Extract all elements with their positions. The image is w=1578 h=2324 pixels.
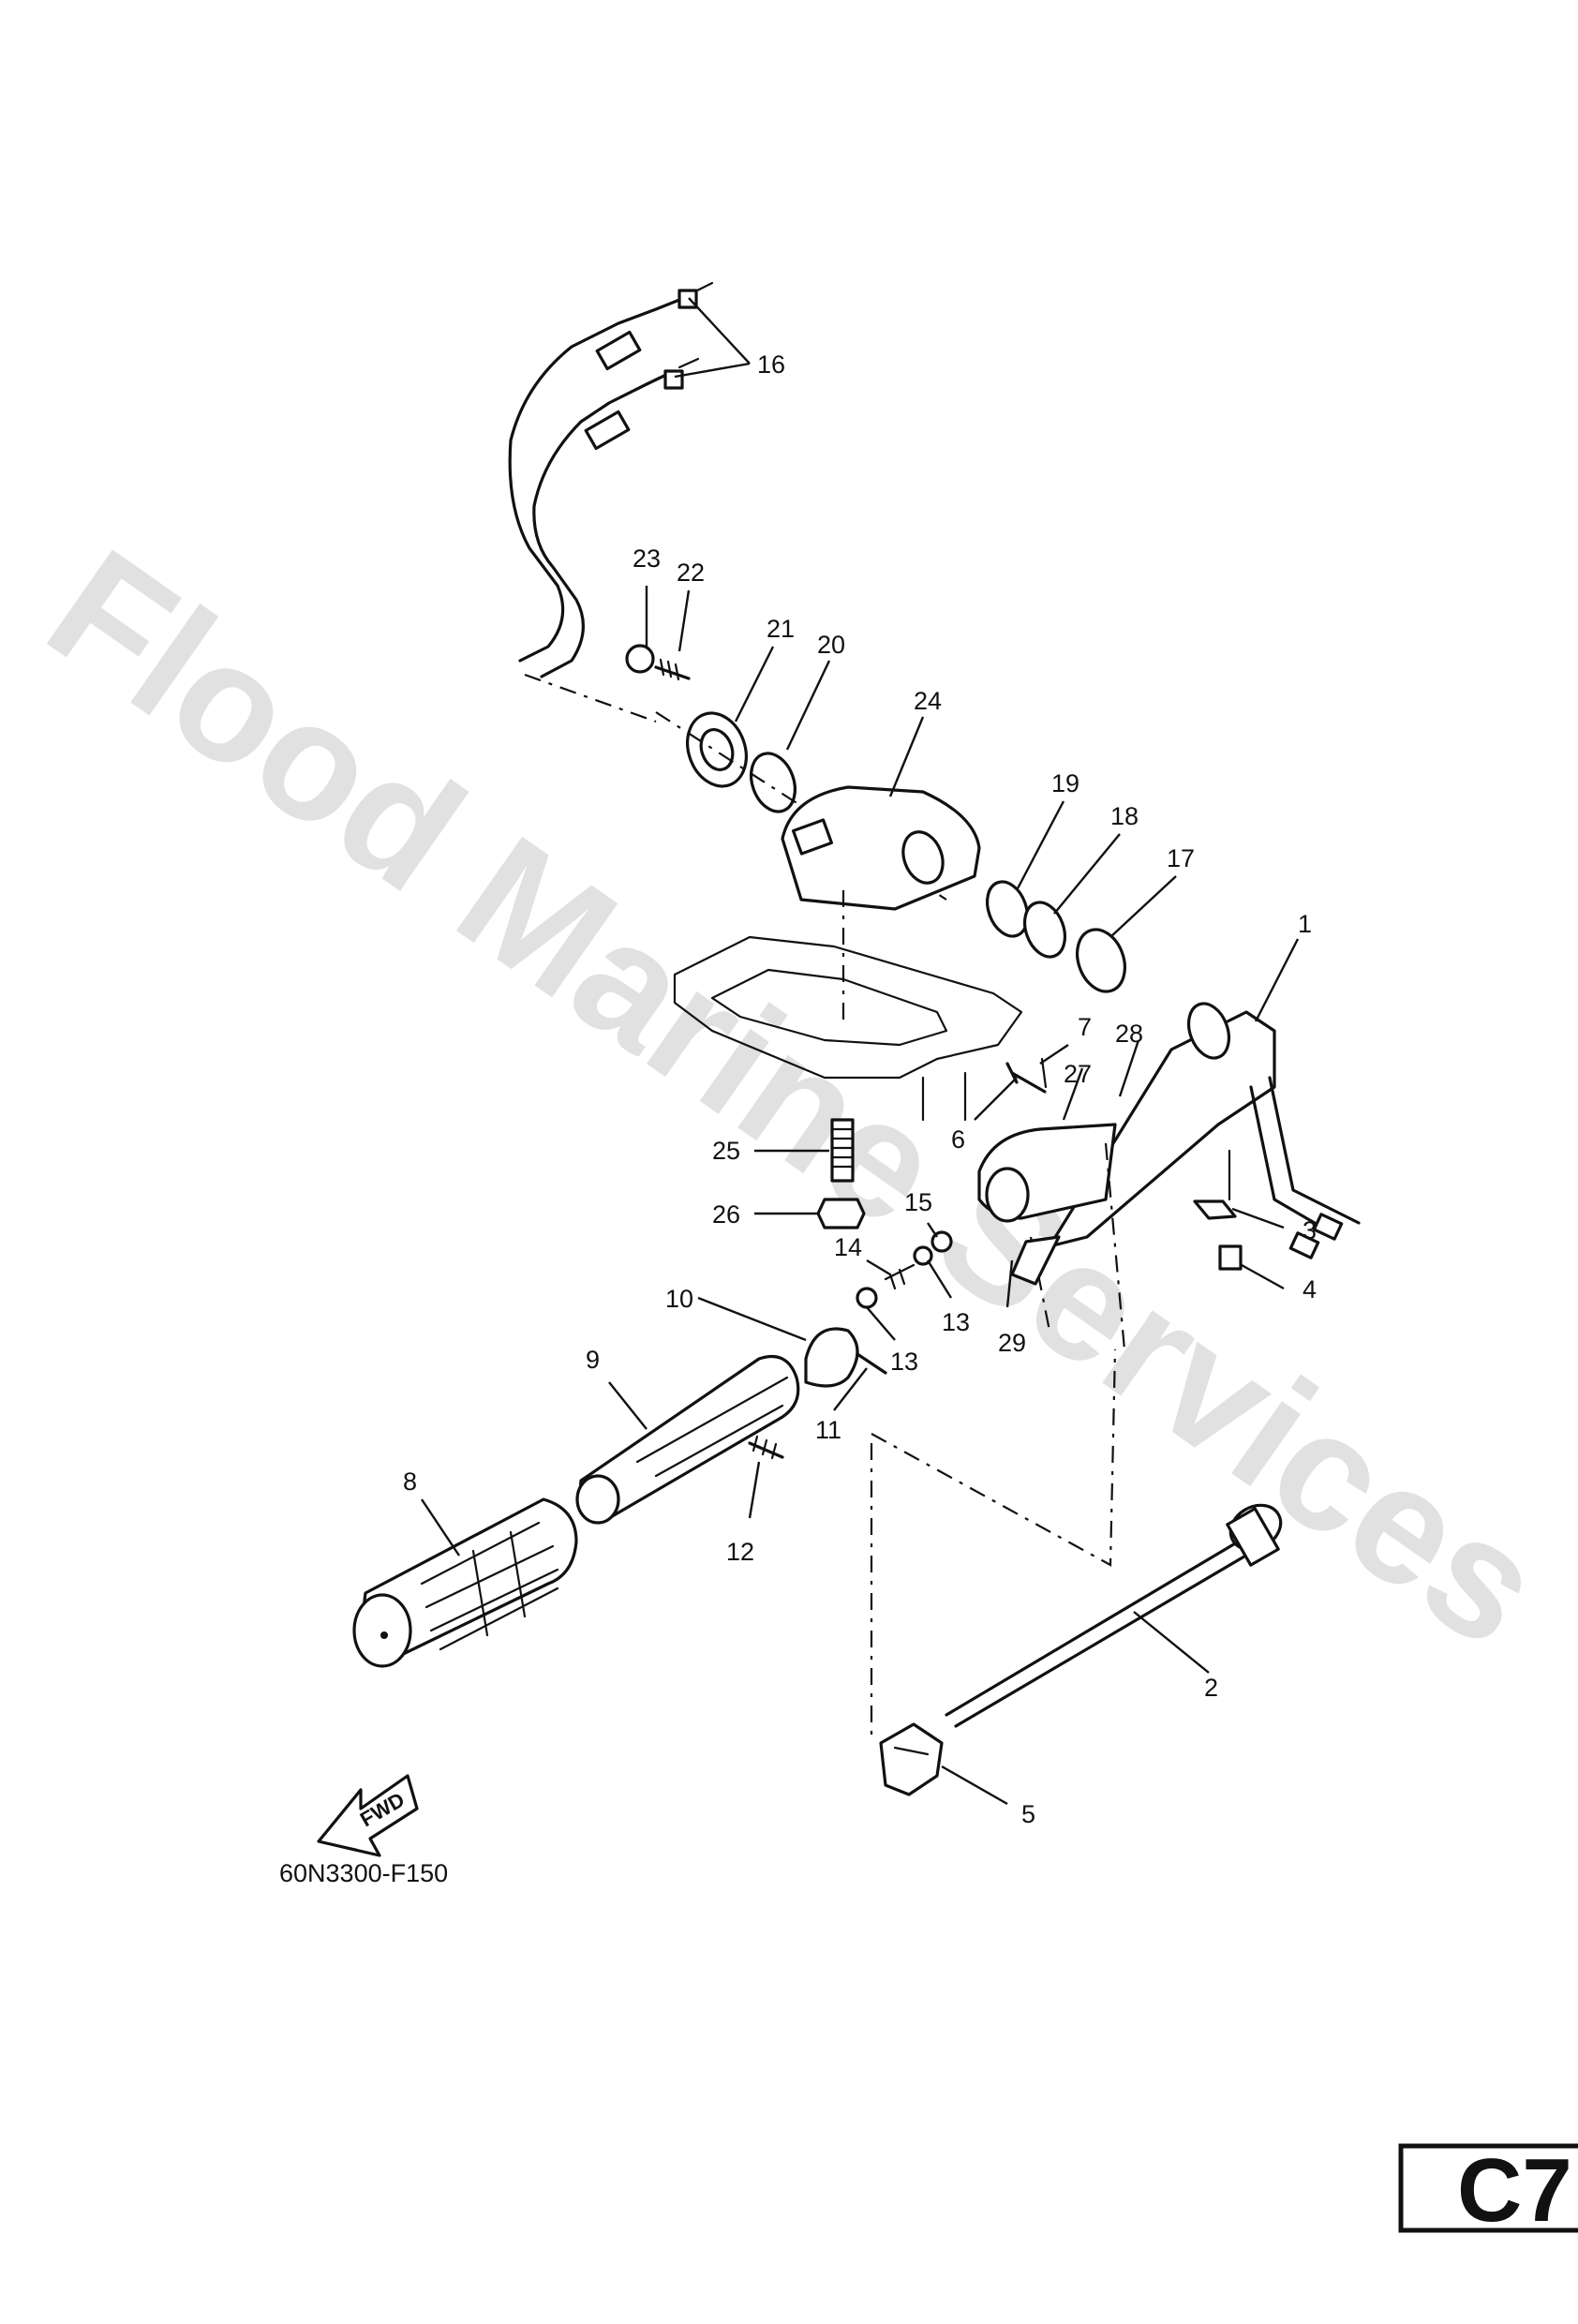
callout-15: 15	[904, 1188, 932, 1216]
callout-19: 19	[1051, 769, 1079, 797]
callout-28: 28	[1115, 1020, 1143, 1048]
callout-2: 2	[1204, 1674, 1218, 1702]
callout-26: 26	[712, 1200, 740, 1229]
callout-4: 4	[1303, 1275, 1317, 1304]
callout-29: 29	[998, 1329, 1026, 1357]
callout-13b: 13	[942, 1308, 970, 1336]
callout-labels: 1 2 3 4 5 6 7 8 9 10 11 12 13 13 14 15 1…	[403, 350, 1317, 1828]
bushing-and-washer	[655, 711, 947, 901]
leader-lines	[421, 297, 1300, 1806]
callout-17: 17	[1167, 844, 1195, 872]
callout-12: 12	[726, 1538, 754, 1566]
callout-20: 20	[817, 631, 845, 659]
callout-22: 22	[677, 559, 705, 587]
cables	[508, 281, 714, 723]
stud-and-nut	[816, 1118, 866, 1229]
callout-5: 5	[1021, 1800, 1035, 1828]
callout-27: 27	[1064, 1060, 1092, 1088]
callout-3: 3	[1303, 1216, 1317, 1244]
callout-13a: 13	[890, 1348, 918, 1376]
shift-rod-and-link	[870, 1348, 1283, 1796]
page-badge-text: C7	[1457, 2140, 1572, 2241]
bottom-plate-outline	[673, 890, 1023, 1122]
callout-16: 16	[757, 350, 785, 379]
washers	[985, 880, 1126, 993]
watermark: Flood Marine Services	[17, 514, 1574, 1682]
callout-23: 23	[633, 544, 661, 573]
forward-arrow: FWD	[317, 1774, 419, 1857]
callout-8: 8	[403, 1467, 417, 1496]
callout-11: 11	[815, 1416, 841, 1444]
bracket	[781, 785, 981, 911]
reference-code: 60N3300-F150	[279, 1859, 448, 1887]
callout-10: 10	[665, 1285, 693, 1313]
callout-14: 14	[834, 1233, 862, 1261]
callout-25: 25	[712, 1137, 740, 1165]
nut-and-bolt	[625, 644, 691, 681]
callout-18: 18	[1110, 802, 1139, 830]
callout-21: 21	[767, 615, 795, 643]
callout-6: 6	[951, 1125, 965, 1154]
callout-9: 9	[586, 1346, 600, 1374]
callout-24: 24	[914, 687, 942, 715]
page-badge: C7	[1398, 2140, 1578, 2241]
handle-and-grip	[352, 1327, 859, 1668]
callout-7: 7	[1078, 1013, 1092, 1041]
callout-1: 1	[1298, 910, 1312, 938]
